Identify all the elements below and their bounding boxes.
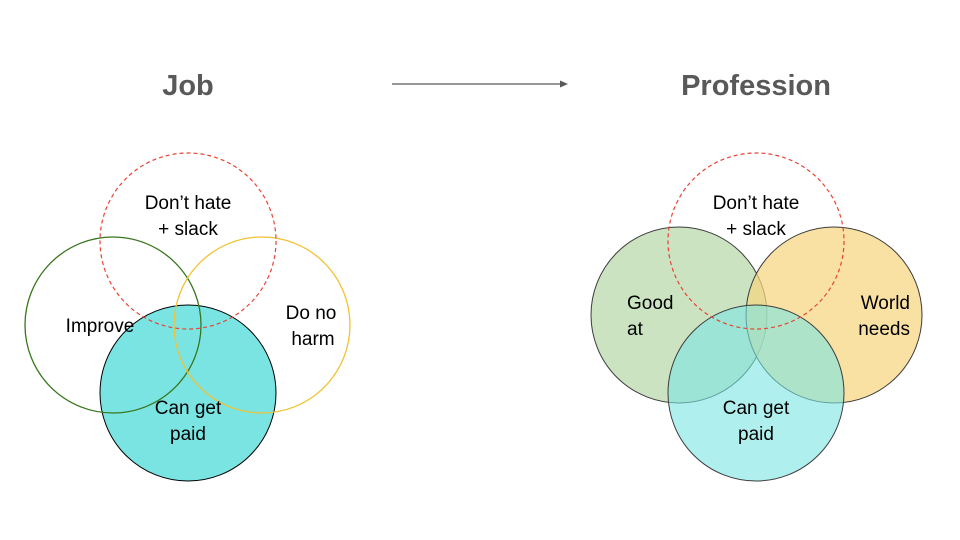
job-can-get-paid-circle (99, 304, 277, 482)
profession-can-get-paid-circle (667, 304, 845, 482)
profession-can-get-paid-label-line1: Can get (723, 398, 790, 419)
profession-title: Profession (681, 70, 831, 102)
job-do-no-harm-label-line1: Do no (286, 303, 337, 324)
profession-dont-hate-label-line1: Don’t hate (713, 193, 800, 214)
job-do-no-harm-label-line2: harm (291, 329, 334, 350)
job-venn: Don’t hate + slack Improve Do no harm Ca… (24, 152, 351, 482)
job-can-get-paid-label-line1: Can get (155, 398, 222, 419)
profession-dont-hate-label-line2: + slack (726, 219, 786, 240)
job-improve-label: Improve (66, 316, 135, 337)
profession-good-at-label-line1: Good (627, 293, 673, 314)
job-do-no-harm-circle (173, 236, 351, 414)
profession-world-needs-label-line1: World (861, 293, 910, 314)
profession-dont-hate-circle (667, 152, 845, 330)
profession-good-at-label-line2: at (627, 319, 644, 340)
profession-venn: Don’t hate + slack Good at World needs C… (590, 152, 923, 482)
transition-arrow (392, 80, 568, 88)
job-title: Job (162, 70, 214, 102)
profession-world-needs-label-line2: needs (858, 319, 910, 340)
job-dont-hate-circle (99, 152, 277, 330)
job-improve-circle (24, 236, 202, 414)
job-can-get-paid-label-line2: paid (170, 424, 206, 445)
job-dont-hate-label-line2: + slack (158, 219, 218, 240)
job-dont-hate-label-line1: Don’t hate (145, 193, 232, 214)
profession-can-get-paid-label-line2: paid (738, 424, 774, 445)
